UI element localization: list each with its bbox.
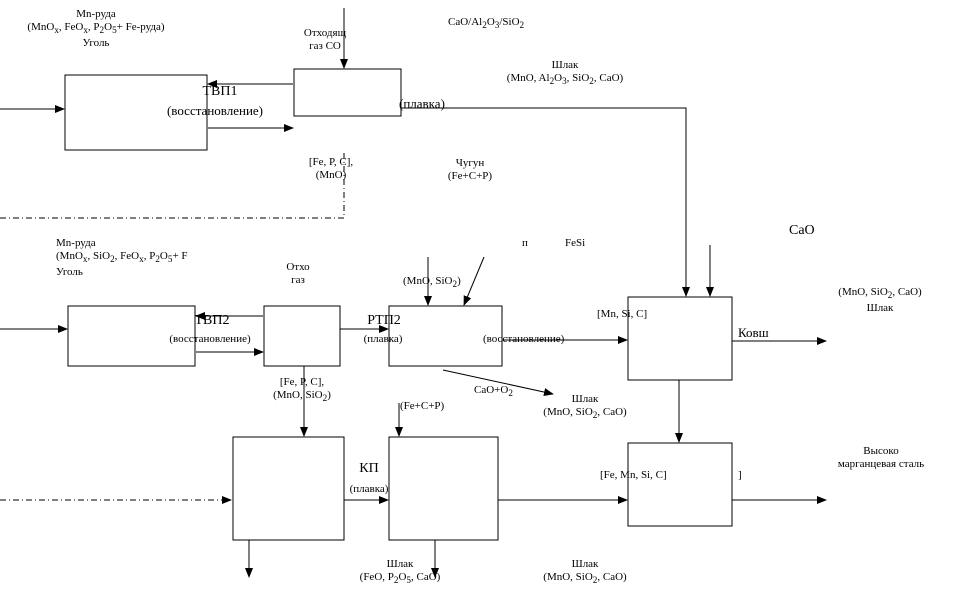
mno-sio2-mid-label: (MnO, SiO2) [403, 275, 461, 290]
slag-right-label: (MnO, SiO2, CaO)Шлак [838, 286, 922, 315]
fepc-mno-label: [Fe, P, C],(MnO) [308, 156, 354, 181]
top-coal: Уголь [82, 37, 110, 50]
cao-right-label: CaO [789, 223, 815, 238]
kp-box [388, 436, 499, 541]
top-ore-formula: (MnOx, FeOx, P2O5+ Fe-руда) [27, 21, 165, 36]
arrow-fesi-diag [463, 256, 485, 306]
cao-al-si-label: CaO/Al2O3/SiO2 [448, 16, 525, 31]
ladle-box [627, 296, 733, 381]
kp-sub: (плавка) [349, 483, 389, 495]
top-ore-name: Mn-руда [76, 8, 116, 20]
fe-mn-si-c-label: [Fe, Mn, Si, C] [600, 469, 667, 481]
mid-ore-label: Mn-руда (MnOx, SiO2, FeOx, P2O5+ F Уголь [56, 237, 188, 279]
fesi-p-label: п [522, 237, 528, 249]
tvp2-title: ТВП2 [194, 313, 230, 328]
bracket-label: ] [738, 469, 742, 481]
lower-left-box [232, 436, 345, 541]
top-ore-label: Mn-руда (MnOx, FeOx, P2O5+ Fe-руда) Угол… [4, 8, 188, 50]
smelter-top-box [293, 68, 402, 117]
final-box [627, 442, 733, 527]
slag-top-label: Шлак(MnO, Al2O3, SiO2, CaO) [506, 59, 624, 87]
rtp2-right-label: (восстановление) [483, 333, 565, 345]
plavka-top-label: (плавка) [399, 96, 445, 111]
cao-o2-label: CaO+O2 [474, 384, 513, 399]
fesi-label: FeSi [565, 237, 586, 249]
tvp2-sub: (восстановление) [169, 333, 251, 345]
arrow-rtp2-slag-diag [442, 369, 554, 396]
mid-coal: Уголь [56, 266, 83, 279]
kp-title: КП [359, 461, 379, 476]
chugun-label: Чугун(Fe+C+P) [447, 157, 493, 182]
slag-mid-label: Шлак(MnO, SiO2, CaO) [543, 393, 627, 421]
slag-bottom-left-label: Шлак(FeO, P2O5, CaO) [359, 558, 441, 586]
mid-ore-formula: (MnOx, SiO2, FeOx, P2O5+ F [56, 250, 188, 265]
rtp2-title: РТП2 [367, 313, 401, 328]
middle-box [263, 305, 341, 367]
tvp1-box [64, 74, 208, 151]
mn-si-c-label: [Mn, Si, C] [597, 308, 648, 320]
fecp-small-label: (Fe+C+P) [400, 400, 445, 412]
rtp2-sub: (плавка) [363, 333, 403, 345]
fepc-mno-sio2-label: [Fe, P, C],(MnO, SiO2) [273, 376, 331, 404]
tvp1-title: ТВП1 [202, 84, 238, 99]
dashdot-line-top [0, 150, 345, 219]
kovsh-label: Ковш [738, 325, 769, 340]
mid-ore-name: Mn-руда [56, 237, 96, 249]
tvp1-sub: (восстановление) [166, 103, 264, 118]
rtp2-box [388, 305, 503, 367]
slag-bottom-right-label: Шлак(MnO, SiO2, CaO) [543, 558, 627, 586]
tvp2-box [67, 305, 196, 367]
slag-line-to-ladle [401, 107, 690, 297]
